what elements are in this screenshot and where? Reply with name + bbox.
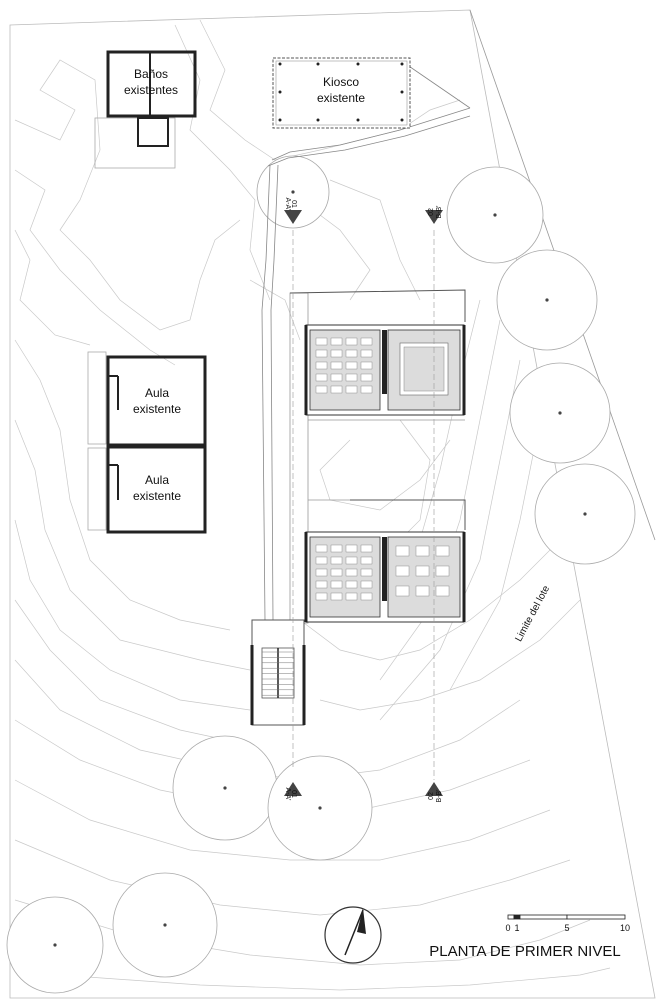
- furniture-piece: [330, 385, 343, 394]
- section-a-top-name: A-A': [284, 197, 291, 210]
- scale-tick-5: 5: [564, 923, 569, 933]
- section-b-top-num: 02: [428, 208, 435, 216]
- banos-existentes: Baños existentes: [94, 50, 197, 169]
- trees: [6, 155, 636, 994]
- furniture-piece: [345, 385, 358, 394]
- furniture-piece: [360, 580, 373, 589]
- furniture-piece: [360, 568, 373, 577]
- section-b-bottom-num: 02: [428, 792, 435, 800]
- kiosco-label-line1: Kiosco: [323, 75, 359, 89]
- furniture-piece: [330, 544, 343, 553]
- furniture-piece: [330, 592, 343, 601]
- section-a-bottom-num: 01: [290, 790, 297, 798]
- furniture-piece: [360, 385, 373, 394]
- tree-right-4: [534, 463, 636, 565]
- furniture-piece: [315, 544, 328, 553]
- furniture-piece: [360, 592, 373, 601]
- aula-existente-1: Aula existente: [87, 351, 207, 447]
- furniture-piece: [395, 585, 410, 597]
- aula1-label-line2: existente: [133, 402, 181, 416]
- access-path: [261, 59, 471, 621]
- furniture-piece: [345, 592, 358, 601]
- stair: [250, 619, 306, 726]
- tree-bottom-left: [172, 735, 278, 841]
- furniture-piece: [330, 337, 343, 346]
- furniture-piece: [360, 556, 373, 565]
- furniture-piece: [330, 568, 343, 577]
- furniture-piece: [330, 349, 343, 358]
- furniture-piece: [315, 568, 328, 577]
- banos-label-line1: Baños: [134, 67, 168, 81]
- furniture-piece: [435, 565, 450, 577]
- section-marker-b-top: 02 B-B': [425, 205, 443, 224]
- furniture-piece: [360, 337, 373, 346]
- furniture-piece: [315, 337, 328, 346]
- kiosco-existente: Kiosco existente: [272, 57, 411, 129]
- scale-tick-1: 1: [514, 923, 519, 933]
- section-a-top-num: 01: [290, 200, 297, 208]
- lot-limit-label: Limite del lote: [513, 584, 552, 644]
- new-building: [250, 289, 466, 726]
- furniture-piece: [415, 545, 430, 557]
- furniture-piece: [435, 585, 450, 597]
- tree-top-small: [256, 155, 330, 229]
- tree-bottom-1: [6, 896, 104, 994]
- furniture-piece: [330, 580, 343, 589]
- furniture-piece: [360, 373, 373, 382]
- lower-classroom-block: [304, 531, 466, 623]
- section-marker-a-top: 01 A-A': [284, 197, 302, 224]
- aula2-label-line2: existente: [133, 489, 181, 503]
- furniture-piece: [330, 373, 343, 382]
- section-b-bottom-name: B-B': [436, 789, 443, 802]
- scale-tick-0: 0: [505, 923, 510, 933]
- furniture-piece: [330, 556, 343, 565]
- furniture-piece: [345, 373, 358, 382]
- furniture-piece: [360, 544, 373, 553]
- section-marker-a-bottom: 01 A-A': [284, 782, 302, 801]
- section-marker-b-bottom: 02 B-B': [425, 782, 443, 803]
- furniture-piece: [315, 361, 328, 370]
- banos-label-line2: existentes: [124, 83, 178, 97]
- furniture-piece: [345, 361, 358, 370]
- north-arrow-icon: [324, 906, 382, 964]
- plan-title: PLANTA DE PRIMER NIVEL: [429, 943, 620, 960]
- tree-right-3: [509, 362, 611, 464]
- furniture-piece: [315, 556, 328, 565]
- furniture-piece: [315, 592, 328, 601]
- furniture-piece: [360, 349, 373, 358]
- tree-right-2: [496, 249, 598, 351]
- aula1-label-line1: Aula: [145, 386, 169, 400]
- furniture-piece: [315, 349, 328, 358]
- furniture-piece: [415, 585, 430, 597]
- furniture-piece: [330, 361, 343, 370]
- furniture-piece: [345, 568, 358, 577]
- furniture-piece: [435, 545, 450, 557]
- furniture-piece: [315, 385, 328, 394]
- tree-bottom-2: [112, 872, 218, 978]
- kiosco-label-line2: existente: [317, 91, 365, 105]
- furniture-piece: [345, 349, 358, 358]
- contour-lines: [14, 19, 611, 991]
- furniture-piece: [395, 545, 410, 557]
- furniture-piece: [345, 556, 358, 565]
- graphic-scale: 0 1 5 10: [505, 914, 630, 933]
- section-b-top-name: B-B': [436, 205, 443, 218]
- aula2-label-line1: Aula: [145, 473, 169, 487]
- section-a-bottom-name: A-A': [284, 787, 291, 800]
- upper-classroom-block: [304, 324, 466, 416]
- tree-right-1: [446, 166, 544, 264]
- tree-bottom-center: [267, 755, 373, 861]
- furniture-piece: [345, 337, 358, 346]
- aula-existente-2: Aula existente: [87, 445, 207, 534]
- furniture-piece: [415, 565, 430, 577]
- furniture-piece: [315, 373, 328, 382]
- furniture-piece: [395, 565, 410, 577]
- furniture-piece: [360, 361, 373, 370]
- furniture-piece: [315, 580, 328, 589]
- furniture-piece: [345, 544, 358, 553]
- scale-tick-10: 10: [620, 923, 630, 933]
- furniture-piece: [345, 580, 358, 589]
